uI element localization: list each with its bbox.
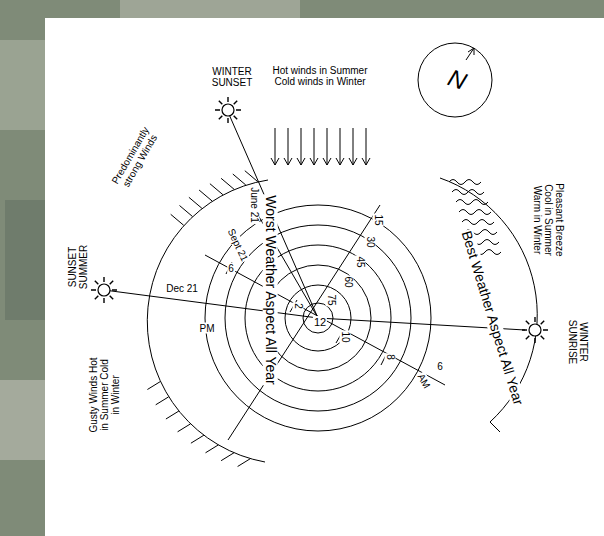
north-circle <box>418 43 492 117</box>
annotation-label: Gusty Winds Hot in Summer Cold in Winter <box>88 355 121 435</box>
annotation-label: Worst Weather Aspect All Year <box>262 194 277 385</box>
hour-tick <box>226 262 387 365</box>
drawing-sheet <box>45 18 604 536</box>
annotation-label: 8 <box>385 353 396 361</box>
aerial-patch <box>0 40 45 130</box>
annotation-label: AM <box>415 371 433 391</box>
annotation-label: 45 <box>355 255 366 268</box>
sun-direction-line <box>104 290 318 318</box>
altitude-scale-line <box>228 205 380 440</box>
altitude-ring <box>205 205 431 431</box>
annotation-label: PM <box>199 323 216 334</box>
annotation-label: SUNSET SUMMER <box>67 237 89 297</box>
annotation-label: 30 <box>365 235 376 248</box>
strong-wind-hatch <box>171 171 258 226</box>
annotation-label: June 21 <box>249 186 260 224</box>
annotation-label: Pleasant Breeze Cool in Summer Warm in W… <box>532 179 565 261</box>
gusty-wind-hatch <box>147 382 250 467</box>
annotation-label: Best Weather Aspect All Year <box>458 228 526 408</box>
annotation-label: Sept 21 <box>225 226 250 264</box>
aerial-patch <box>120 0 300 18</box>
annotation-label: Hot winds in Summer Cold winds in Winter <box>260 65 380 87</box>
altitude-ring <box>285 285 351 351</box>
annotation-label: 2 <box>293 302 304 310</box>
annotation-label: 12 <box>313 316 327 328</box>
sun-symbol <box>91 277 117 303</box>
annotation-label: Dec 21 <box>165 283 199 294</box>
annotation-label: Predominantly strong Winds <box>105 117 165 199</box>
annotation-label: WINTER SUNSET <box>200 66 264 88</box>
annotation-label: 15 <box>373 213 384 226</box>
best-aspect-arc <box>440 178 537 432</box>
altitude-ring <box>225 225 411 411</box>
altitude-ring <box>265 265 371 371</box>
sun-symbol <box>215 97 241 123</box>
north-arrow <box>466 48 474 60</box>
hour-line <box>205 255 445 385</box>
annotation-label: WINTER SUNRISE <box>567 312 589 372</box>
annotation-label: 6 <box>436 361 444 372</box>
north-wind-arrows <box>271 128 370 165</box>
annotation-label: N <box>443 64 470 95</box>
annotation-label: 60 <box>343 275 354 288</box>
worst-aspect-arc <box>147 180 268 462</box>
annotation-label: 6 <box>227 263 235 274</box>
sun-symbol <box>522 317 548 343</box>
annotation-label: 10 <box>340 330 351 343</box>
aerial-patch <box>0 380 45 460</box>
aerial-patch <box>5 200 45 320</box>
annotation-label: 75 <box>326 293 337 306</box>
